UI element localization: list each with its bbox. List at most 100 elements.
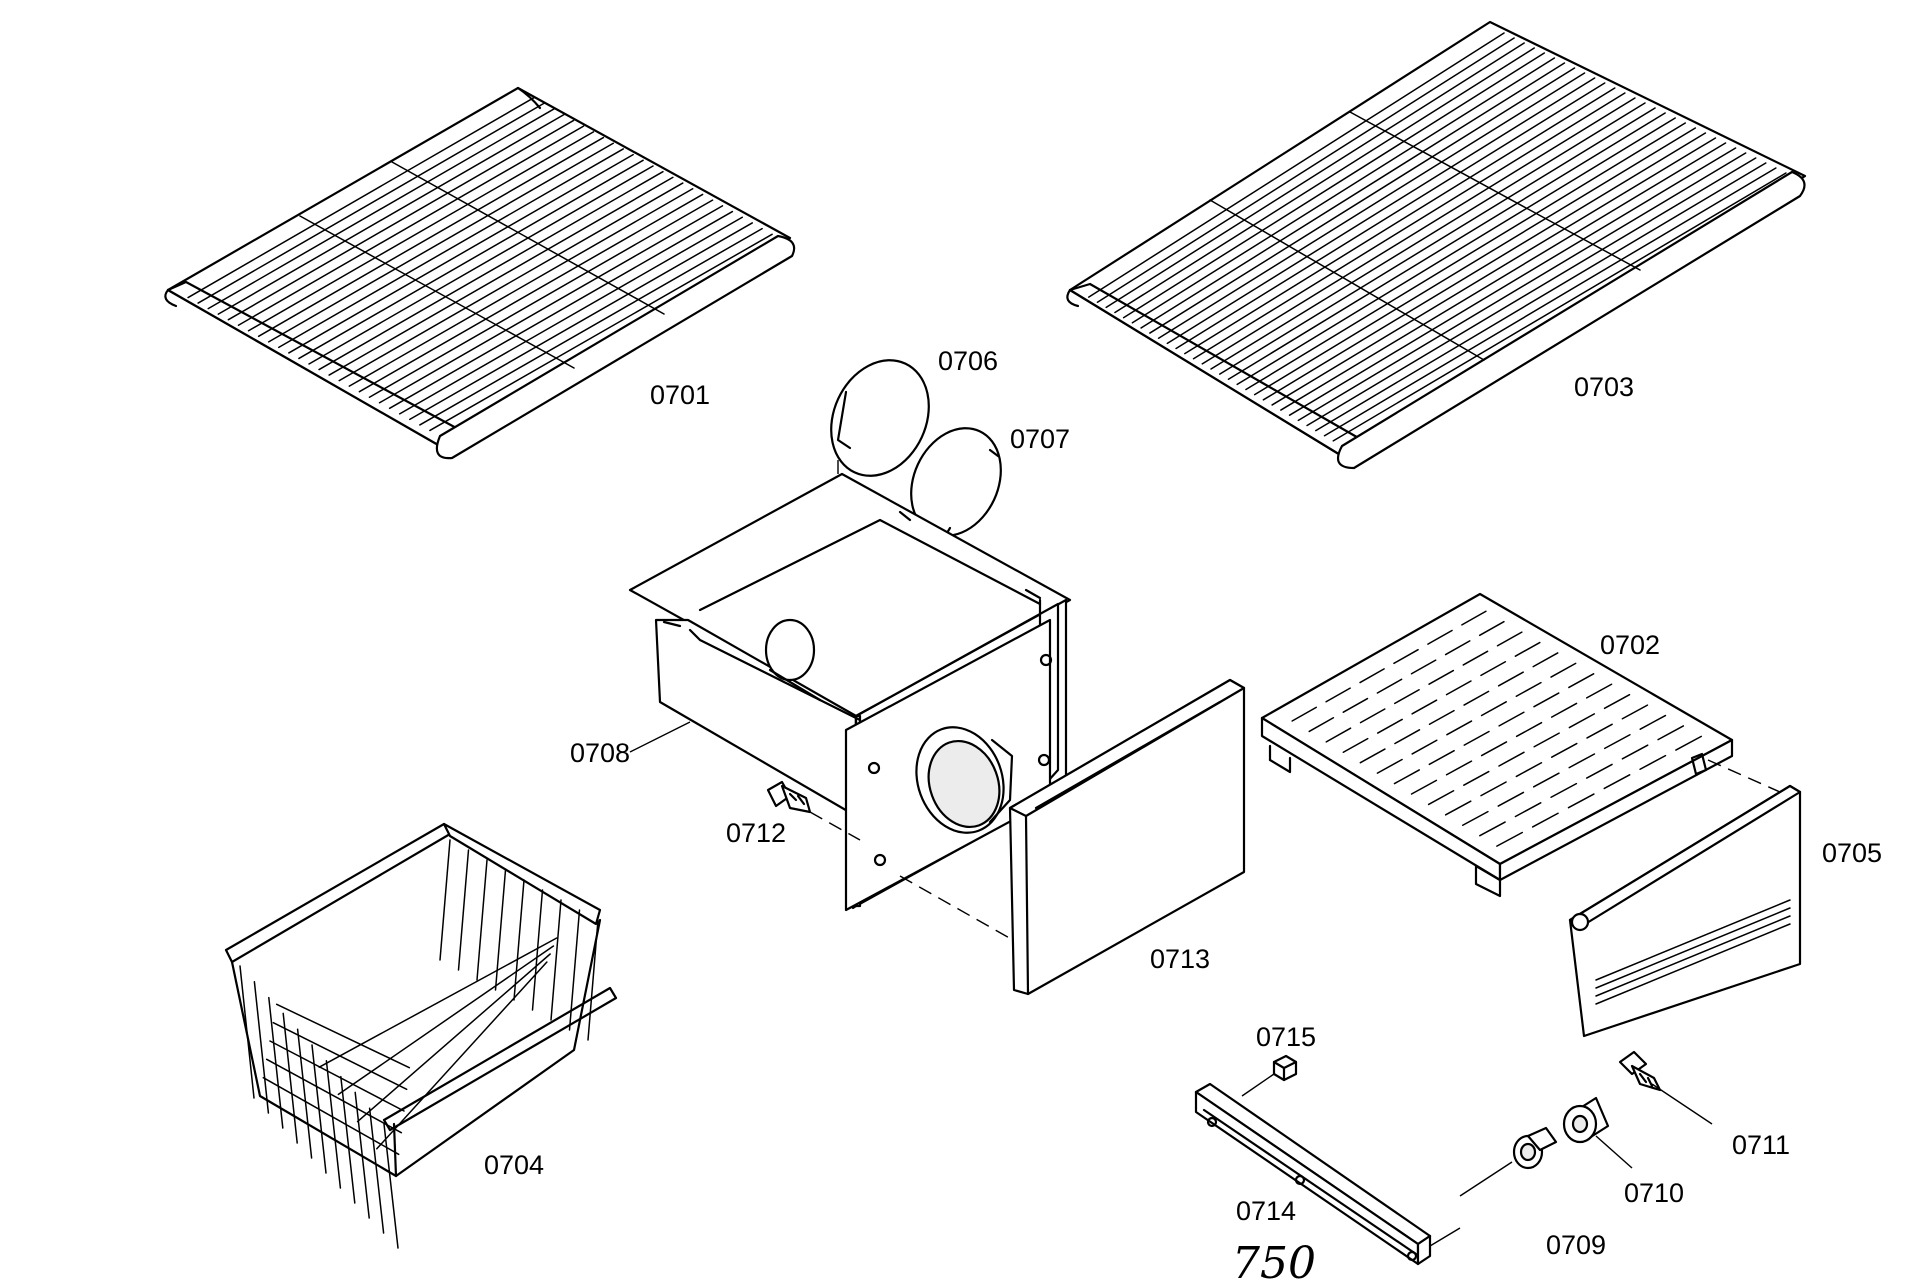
wire-line	[1411, 699, 1438, 715]
wire-line	[1428, 669, 1455, 685]
wire-line	[268, 996, 284, 1129]
wire-line	[1325, 727, 1352, 743]
assembly-line-0712	[809, 811, 861, 841]
wire-line	[457, 849, 470, 971]
wire-line	[1533, 732, 1560, 748]
wire-line	[1550, 742, 1578, 758]
part-0702-slotted-shelf	[1260, 592, 1734, 898]
wire-line	[1157, 72, 1586, 339]
part-0710-roller	[1562, 1096, 1610, 1144]
label-0704: 0704	[484, 1150, 544, 1180]
wire-line	[376, 961, 548, 1150]
wire-line	[253, 981, 270, 1114]
wire-line	[1105, 42, 1525, 309]
wire-line	[296, 1028, 313, 1159]
assembly-line-0713	[899, 875, 1021, 945]
wire-line	[318, 170, 664, 371]
wire-line	[1567, 793, 1595, 809]
label-0711: 0711	[1732, 1130, 1790, 1160]
wire-line	[1288, 147, 1737, 416]
wire-line	[388, 210, 734, 410]
wire-line	[1585, 683, 1613, 699]
wire-line	[568, 909, 581, 1031]
wire-line	[1428, 709, 1455, 726]
wire-line	[358, 193, 704, 393]
wire-line	[1332, 172, 1787, 442]
wire-line	[197, 102, 545, 304]
wire-line	[237, 125, 585, 326]
wire-line	[1496, 631, 1523, 647]
wire-line	[1342, 737, 1369, 754]
wire-line	[1444, 640, 1471, 656]
wire-line	[1461, 810, 1489, 827]
wire-line	[1342, 697, 1369, 713]
wire-line	[354, 1091, 370, 1219]
wire-line	[1393, 769, 1420, 785]
wire-line	[1280, 142, 1727, 411]
wire-line	[269, 1040, 405, 1112]
wire-line	[1532, 772, 1560, 788]
leader-0709-rail	[1429, 1227, 1461, 1247]
wire-line	[1131, 57, 1556, 324]
wire-line	[1498, 711, 1525, 727]
label-0703: 0703	[1574, 372, 1634, 402]
wire-line	[1175, 82, 1606, 350]
wire-line	[429, 233, 773, 432]
wire-line	[383, 1123, 399, 1249]
wire-line	[1315, 162, 1767, 432]
wire-line	[1410, 659, 1437, 675]
wire-line	[1461, 610, 1487, 626]
wire-line	[1210, 102, 1646, 370]
wire-line	[1227, 112, 1666, 381]
wire-line	[1297, 152, 1747, 422]
wire-line	[368, 1107, 385, 1234]
wire-line	[1532, 652, 1559, 668]
part-0713-front-panel	[1008, 678, 1246, 996]
wire-line	[1515, 762, 1543, 778]
wire-line	[1568, 713, 1596, 729]
wire-line	[187, 96, 535, 299]
wire-line	[267, 142, 615, 343]
label-0708: 0708	[570, 738, 630, 768]
wire-line	[1393, 648, 1419, 665]
part-0706-round-cover	[830, 359, 930, 477]
wire-line	[1428, 749, 1455, 766]
wire-line	[1533, 692, 1560, 708]
wire-line	[1463, 690, 1490, 706]
wire-line	[257, 136, 605, 338]
wire-line	[1479, 821, 1506, 837]
part-0708-housing	[628, 472, 1072, 912]
leader-0708	[629, 721, 691, 753]
wire-line	[476, 859, 488, 981]
wire-line	[1568, 673, 1595, 689]
wire-line	[1480, 741, 1508, 757]
wire-line	[1308, 717, 1335, 733]
wire-line	[419, 227, 763, 426]
wire-line	[298, 159, 644, 360]
wire-line	[1621, 704, 1649, 720]
leader-0709	[1459, 1161, 1513, 1197]
part-0704-wire-basket	[224, 822, 618, 1249]
wire-line	[1184, 87, 1616, 355]
wire-line	[1087, 32, 1505, 298]
wire-line	[1514, 641, 1541, 657]
wire-line	[348, 188, 694, 387]
wire-line	[1236, 117, 1676, 386]
label-0713: 0713	[1150, 944, 1210, 974]
wire-line	[1496, 831, 1524, 847]
wire-line	[1639, 714, 1667, 730]
wire-line	[1515, 721, 1543, 738]
wire-line	[1586, 723, 1613, 739]
label-0714: 0714	[1236, 1196, 1296, 1226]
wire-line	[325, 1060, 342, 1189]
wire-line	[1480, 701, 1507, 717]
handwritten-note: 750	[1232, 1238, 1316, 1279]
label-0706: 0706	[938, 346, 998, 376]
wire-line	[328, 176, 674, 376]
wire-line	[1114, 47, 1536, 314]
wire-line	[1149, 67, 1576, 334]
wire-line	[1359, 748, 1386, 764]
wire-line	[550, 899, 562, 1021]
wire-line	[1394, 729, 1421, 745]
wire-line	[1245, 122, 1687, 391]
